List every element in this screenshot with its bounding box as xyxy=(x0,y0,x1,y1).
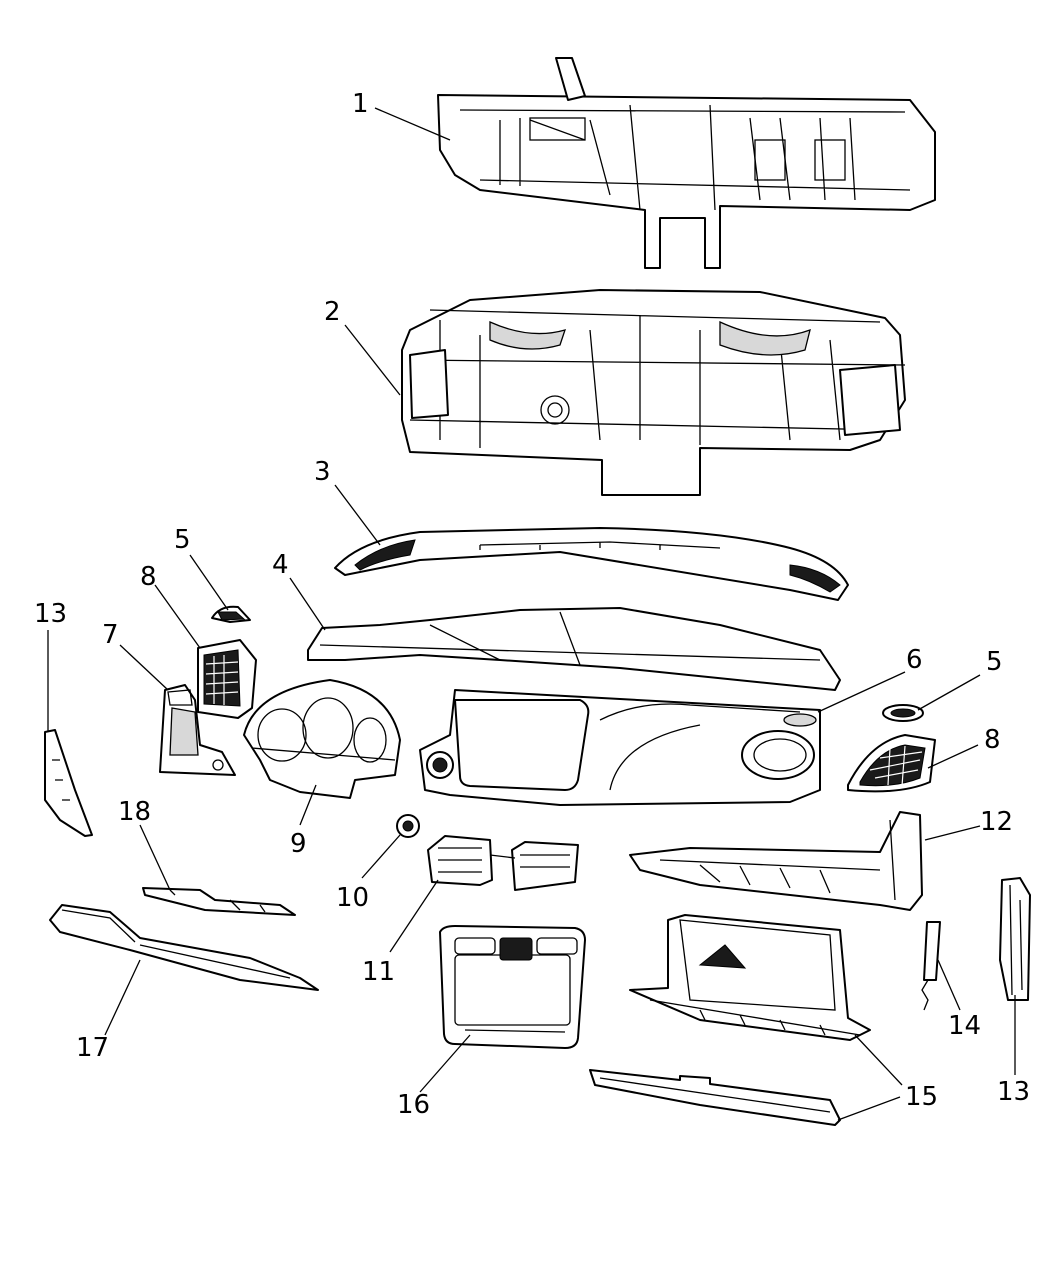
callout-8-right: 8 xyxy=(984,725,1001,755)
callout-11: 11 xyxy=(362,957,395,987)
part-6-lower-panel xyxy=(419,689,821,806)
callout-17: 17 xyxy=(76,1033,109,1063)
callout-2: 2 xyxy=(324,297,341,327)
callout-4: 4 xyxy=(272,550,289,580)
callout-1: 1 xyxy=(352,89,369,119)
part-16-center-bezel xyxy=(439,925,586,1049)
part-13-pillar-trim-left xyxy=(44,729,93,837)
callout-13-left: 13 xyxy=(34,599,67,629)
callout-9: 9 xyxy=(290,829,307,859)
part-14-sensor xyxy=(921,921,941,1011)
callout-8-left: 8 xyxy=(140,562,157,592)
callout-14: 14 xyxy=(948,1011,981,1041)
callout-5-left: 5 xyxy=(174,525,191,555)
part-3-defroster-pad xyxy=(334,527,849,601)
part-5-small-vent-right xyxy=(882,704,924,722)
part-18-bracket xyxy=(142,887,296,916)
part-1-cross-car-beam xyxy=(437,57,936,269)
leader-lines xyxy=(47,107,1016,1121)
callout-15-upper: 15 xyxy=(905,1082,938,1112)
part-8-air-outlet-left xyxy=(197,639,257,719)
part-12-side-trim xyxy=(629,811,923,911)
part-10-knob xyxy=(396,814,420,838)
part-7-left-end-bezel xyxy=(159,684,236,776)
part-15-glove-box xyxy=(629,914,871,1041)
callout-13-right: 13 xyxy=(997,1077,1030,1107)
part-13-pillar-trim-right xyxy=(999,877,1031,1001)
callout-18: 18 xyxy=(118,797,151,827)
callout-12: 12 xyxy=(980,807,1013,837)
callouts: 1 2 3 4 5 8 13 7 6 5 8 12 18 9 10 11 14 … xyxy=(34,89,1030,1120)
callout-10: 10 xyxy=(336,883,369,913)
part-8-air-outlet-right xyxy=(847,734,936,793)
part-9-cluster-bezel xyxy=(243,679,401,799)
part-11-control-module xyxy=(427,835,579,891)
part-2-panel-carrier xyxy=(401,289,906,496)
callout-3: 3 xyxy=(314,457,331,487)
part-5-small-vent-left xyxy=(211,605,251,623)
callout-5-right: 5 xyxy=(986,647,1003,677)
part-17-knee-panel xyxy=(49,904,319,991)
callout-16: 16 xyxy=(397,1090,430,1120)
part-4-upper-cover xyxy=(307,607,841,691)
callout-7: 7 xyxy=(102,620,119,650)
part-15-glove-box-lower xyxy=(589,1069,841,1126)
callout-6: 6 xyxy=(906,645,923,675)
